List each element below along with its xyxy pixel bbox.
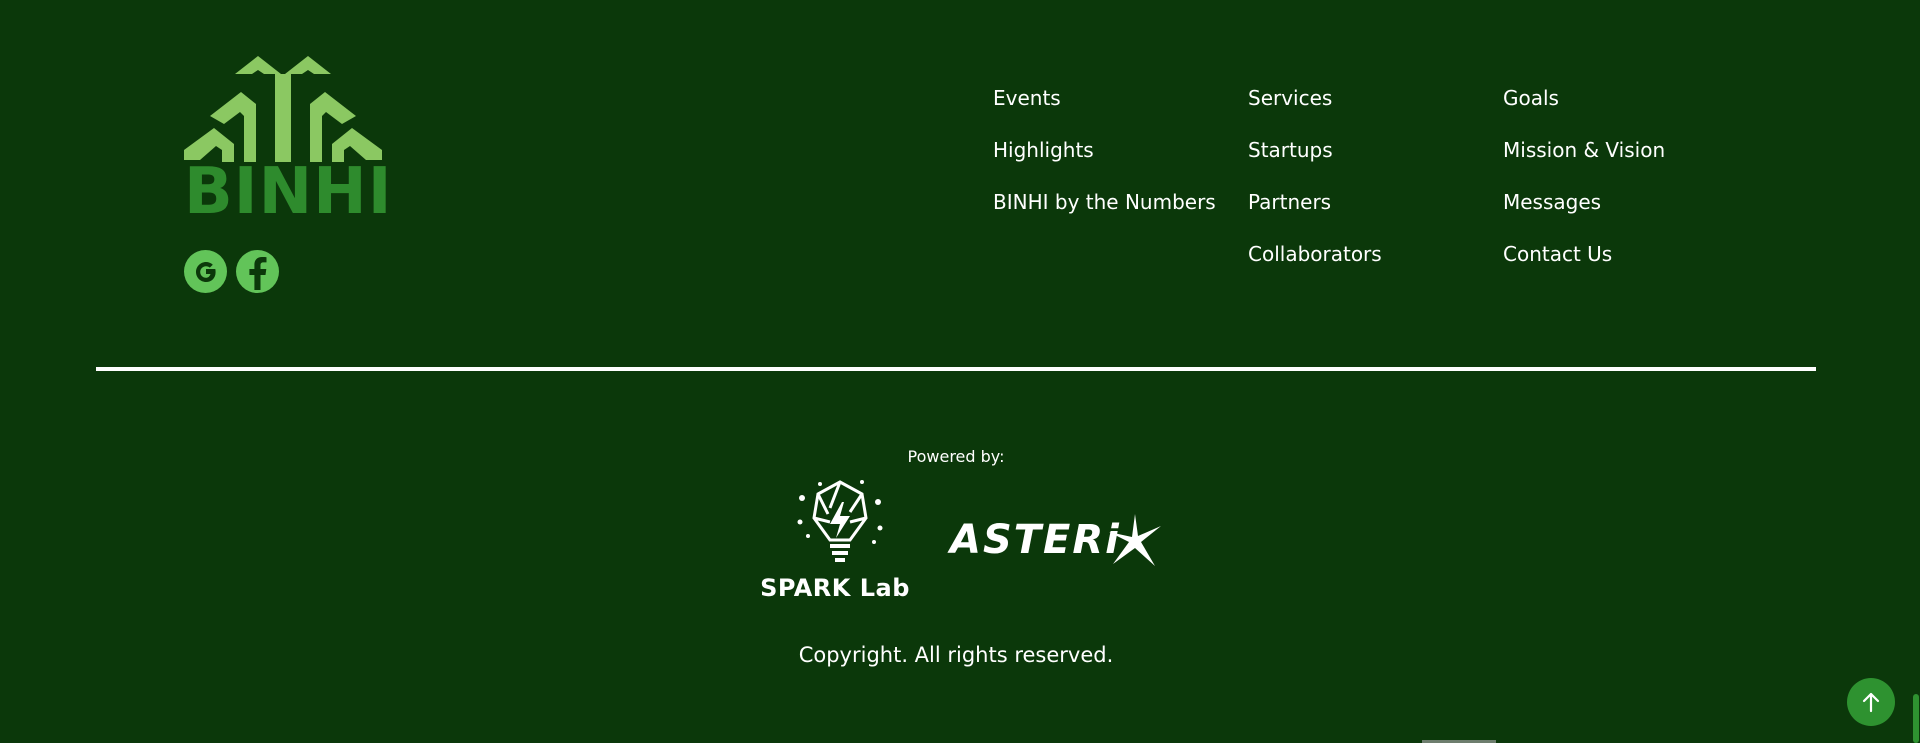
nav-link-services[interactable]: Services (1248, 86, 1333, 110)
nav-link-contact-us[interactable]: Contact Us (1503, 242, 1613, 266)
asterix-label: ASTERi (950, 517, 1121, 563)
spark-lab-logo-icon (797, 480, 883, 562)
nav-link-messages[interactable]: Messages (1503, 190, 1602, 214)
sparkle-x-icon (1108, 514, 1161, 566)
facebook-icon[interactable] (236, 250, 279, 293)
nav-link-numbers[interactable]: BINHI by the Numbers (993, 190, 1216, 214)
brand-wordmark: BINHI (184, 155, 393, 229)
nav-link-collaborators[interactable]: Collaborators (1248, 242, 1382, 266)
scrollbar-thumb[interactable] (1913, 694, 1919, 743)
nav-link-mission-vision[interactable]: Mission & Vision (1503, 138, 1666, 162)
nav-link-startups[interactable]: Startups (1248, 138, 1333, 162)
nav-link-events[interactable]: Events (993, 86, 1061, 110)
footer-divider (96, 367, 1816, 371)
powered-by-label: Powered by: (907, 447, 1005, 466)
arrow-up-icon (1862, 692, 1880, 713)
copyright-text: Copyright. All rights reserved. (798, 643, 1114, 667)
asterix-logo: ASTERi (950, 514, 1163, 566)
nav-link-highlights[interactable]: Highlights (993, 138, 1094, 162)
google-icon[interactable] (184, 250, 227, 293)
binhi-logo-icon (184, 56, 382, 162)
bottom-edge-bar (1422, 740, 1496, 743)
nav-link-partners[interactable]: Partners (1248, 190, 1332, 214)
nav-link-goals[interactable]: Goals (1503, 86, 1559, 110)
spark-lab-label: SPARK Lab (760, 574, 910, 602)
back-to-top-button[interactable] (1847, 678, 1895, 726)
